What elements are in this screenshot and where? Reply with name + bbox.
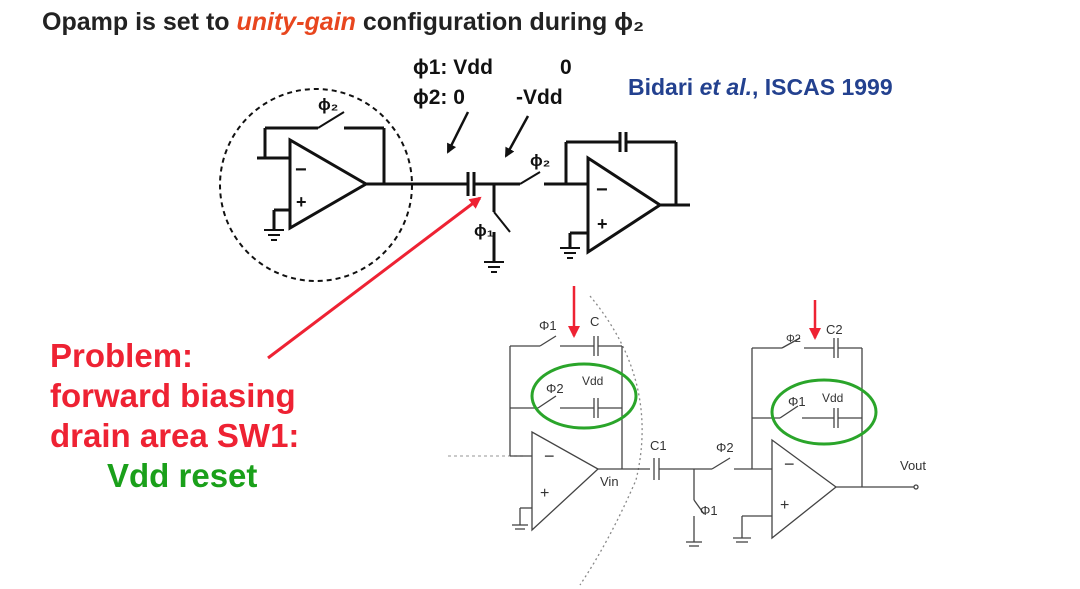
problem-line-2: forward biasing [50, 377, 296, 414]
problem-pointer-arrow [267, 196, 482, 360]
problem-line-1: Problem: [50, 337, 194, 374]
right-vdd-highlight-ellipse [770, 378, 878, 446]
br-phi1-switch [779, 405, 799, 419]
vout-terminal [913, 484, 919, 490]
c1-label: C1 [650, 438, 667, 453]
citation-venue: , ISCAS 1999 [752, 74, 893, 100]
title-prefix: Opamp is set to [42, 8, 237, 36]
phase-pointer-arrow-right [504, 115, 530, 158]
bl-c-label: C [590, 314, 599, 329]
left-opamp-triangle [288, 137, 369, 231]
phi2-series-switch [519, 171, 541, 185]
br-vdd-label: Vdd [822, 391, 843, 405]
top-phi2-series-label: ϕ₂ [530, 151, 550, 170]
citation-authors: Bidari [628, 74, 700, 100]
citation-etal: et al. [699, 74, 752, 100]
bottom-phi1-shunt-switch [693, 499, 705, 515]
vin-label: Vin [600, 474, 619, 489]
left-vdd-highlight-ellipse [530, 362, 638, 430]
right-opamp-minus: − [596, 179, 608, 201]
br-phi1-label: Φ1 [788, 394, 806, 409]
br-plus-sign: + [780, 497, 789, 514]
bl-phi2-switch [537, 395, 557, 409]
right-opamp-plus: + [597, 214, 608, 234]
title-highlight: unity-gain [236, 8, 356, 36]
phase1-label: ϕ1: Vdd [413, 56, 493, 79]
phase-pointer-arrow-left [446, 111, 470, 154]
top-phi2-feedback-label: ϕ₂ [318, 95, 338, 114]
phi1-shunt-switch [493, 211, 511, 233]
bottom-circuit-labels: Φ1 C Φ2 Vdd − + Vin C1 Φ2 Φ1 Φ2 C2 Φ1 Vd… [539, 314, 926, 518]
citation: Bidari et al., ISCAS 1999 [628, 74, 893, 101]
br-minus-sign: − [784, 454, 795, 474]
phi2-feedback-switch [317, 111, 345, 129]
title-suffix: configuration during ϕ₂ [355, 8, 645, 36]
phase1-value: 0 [560, 56, 572, 79]
vout-label: Vout [900, 458, 926, 473]
left-opamp-minus: − [295, 159, 307, 181]
slide-title: Opamp is set to unity-gain configuration… [42, 8, 644, 37]
top-phi1-shunt-label: ϕ₁ [474, 221, 494, 240]
bottom-left-opamp [531, 430, 600, 532]
phase2-value: -Vdd [516, 86, 563, 109]
bl-plus-sign: + [540, 485, 549, 502]
bl-vdd-label: Vdd [582, 374, 603, 388]
top-circuit [219, 88, 690, 282]
bottom-boundary-dotted [579, 295, 643, 586]
top-circuit-labels: ϕ₂ − + ϕ₂ ϕ₁ − + [295, 95, 608, 240]
br-phi2-switch [781, 337, 801, 349]
c2-label: C2 [826, 322, 843, 337]
phase2-label: ϕ2: 0 [413, 86, 465, 109]
bottom-phi2-series-label: Φ2 [716, 440, 734, 455]
bl-phi2-label: Φ2 [546, 381, 564, 396]
br-phi2-label: Φ2 [786, 333, 801, 345]
problem-line-4: Vdd reset [107, 457, 258, 494]
bottom-right-opamp [771, 438, 838, 540]
problem-line-3: drain area SW1: [50, 417, 300, 454]
bl-phi1-switch [539, 335, 557, 347]
problem-statement: Problem: forward biasing drain area SW1:… [50, 336, 299, 496]
bottom-phi1-shunt-label: Φ1 [700, 503, 718, 518]
bottom-circuit [448, 295, 919, 586]
left-opamp-plus: + [296, 192, 307, 212]
bl-phi1-label: Φ1 [539, 318, 557, 333]
bottom-phi2-series-switch [711, 457, 731, 470]
right-opamp-triangle [586, 155, 663, 255]
bl-minus-sign: − [544, 446, 555, 466]
